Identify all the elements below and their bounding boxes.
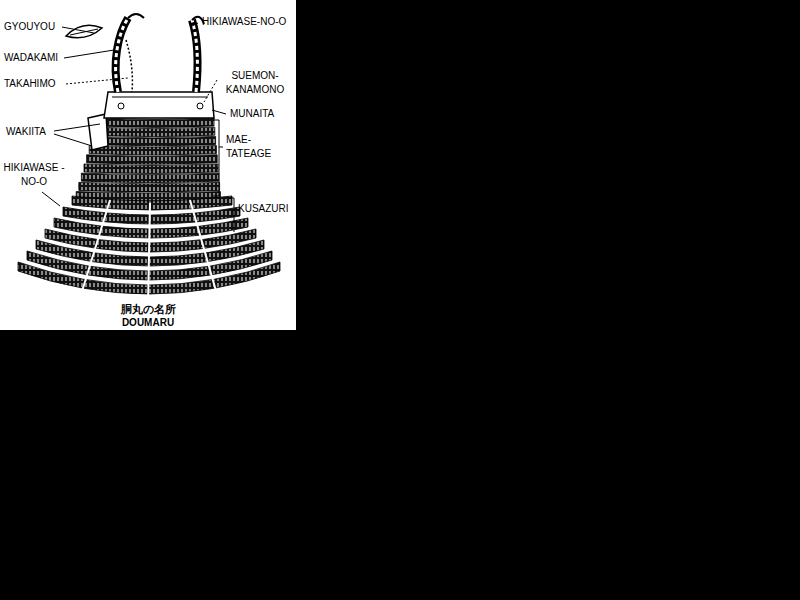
gyouyou-vein <box>70 29 98 35</box>
part-label: HIKIAWASE-NO-O <box>202 15 286 29</box>
watagami-strap <box>116 18 128 92</box>
part-label: GYOUYOU <box>4 20 55 34</box>
munaita-edge <box>112 97 208 98</box>
lacing-row <box>87 155 218 165</box>
takahimo-cord <box>126 40 132 92</box>
part-label: SUEMON- KANAMONO <box>218 69 292 97</box>
leader-lines <box>42 23 236 232</box>
wakiita-plate <box>88 114 108 150</box>
part-label: KUSAZURI <box>238 202 289 216</box>
lacing-row <box>63 207 240 224</box>
lacing-row <box>45 229 256 252</box>
leader-line <box>62 27 94 33</box>
part-label: DOUMARU <box>122 316 174 330</box>
watagami-strap <box>116 18 128 92</box>
part-label: HIKIAWASE -NO-O <box>2 161 66 189</box>
leader-line <box>66 78 128 84</box>
lacing-row <box>84 164 218 174</box>
leader-line <box>54 124 100 131</box>
part-label: MAE- TATEAGE <box>226 133 284 161</box>
white-panel <box>0 0 296 330</box>
skirt-split <box>148 203 150 305</box>
part-label: WADAKAMI <box>4 51 58 65</box>
leader-line <box>64 50 114 58</box>
bracket <box>229 198 236 232</box>
suemon-kanamono <box>118 103 124 109</box>
suemon-kanamono <box>197 103 203 109</box>
leader-line <box>54 134 92 146</box>
lacing-row <box>92 136 216 146</box>
lacing-row <box>89 146 216 156</box>
leader-line <box>212 110 226 114</box>
lacing-row <box>97 118 214 128</box>
part-label: WAKIITA <box>6 125 46 139</box>
part-label: MUNAITA <box>230 107 274 121</box>
skirt-split <box>190 200 218 298</box>
lacing-row <box>54 218 248 238</box>
leader-line <box>42 192 60 206</box>
lacing-row <box>94 127 214 137</box>
leader-line <box>192 23 198 26</box>
bracket <box>213 120 223 196</box>
lacing-row <box>81 173 218 183</box>
part-label: TAKAHIMO <box>4 77 55 91</box>
skirt-split <box>80 200 110 298</box>
munaita-plate <box>104 92 214 118</box>
watagami-strap <box>192 20 197 92</box>
caption: 胴丸の名所 <box>121 303 176 316</box>
lacing-row <box>79 182 220 192</box>
watagami-strap <box>192 20 197 92</box>
leader-line <box>204 80 217 102</box>
armor-parts <box>66 14 214 150</box>
strap-knot <box>128 14 144 18</box>
lacing-row <box>72 196 232 210</box>
